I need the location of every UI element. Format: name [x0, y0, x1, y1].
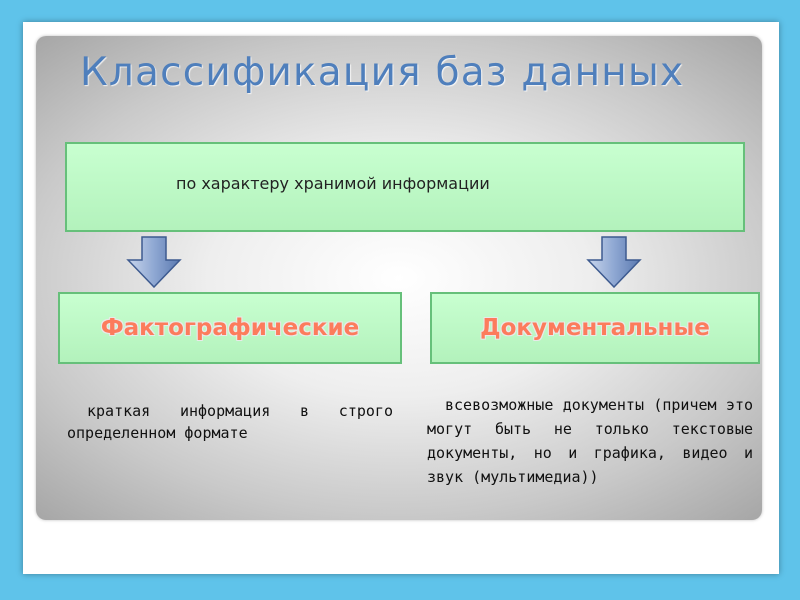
category-label: Фактографические — [100, 315, 360, 341]
down-arrow-icon — [586, 236, 642, 288]
category-description: краткая информация в строго определенном… — [67, 402, 393, 442]
down-arrow-icon — [126, 236, 182, 288]
criterion-box — [65, 142, 745, 232]
category-box-factographic: Фактографические — [58, 292, 402, 364]
category-description: всевозможные документы (причем это могут… — [427, 396, 753, 486]
category-box-documentary: Документальные — [430, 292, 760, 364]
slide-title: Классификация баз данных — [80, 50, 685, 95]
criterion-label: по характеру хранимой информации — [176, 174, 490, 193]
category-label: Документальные — [480, 315, 710, 341]
